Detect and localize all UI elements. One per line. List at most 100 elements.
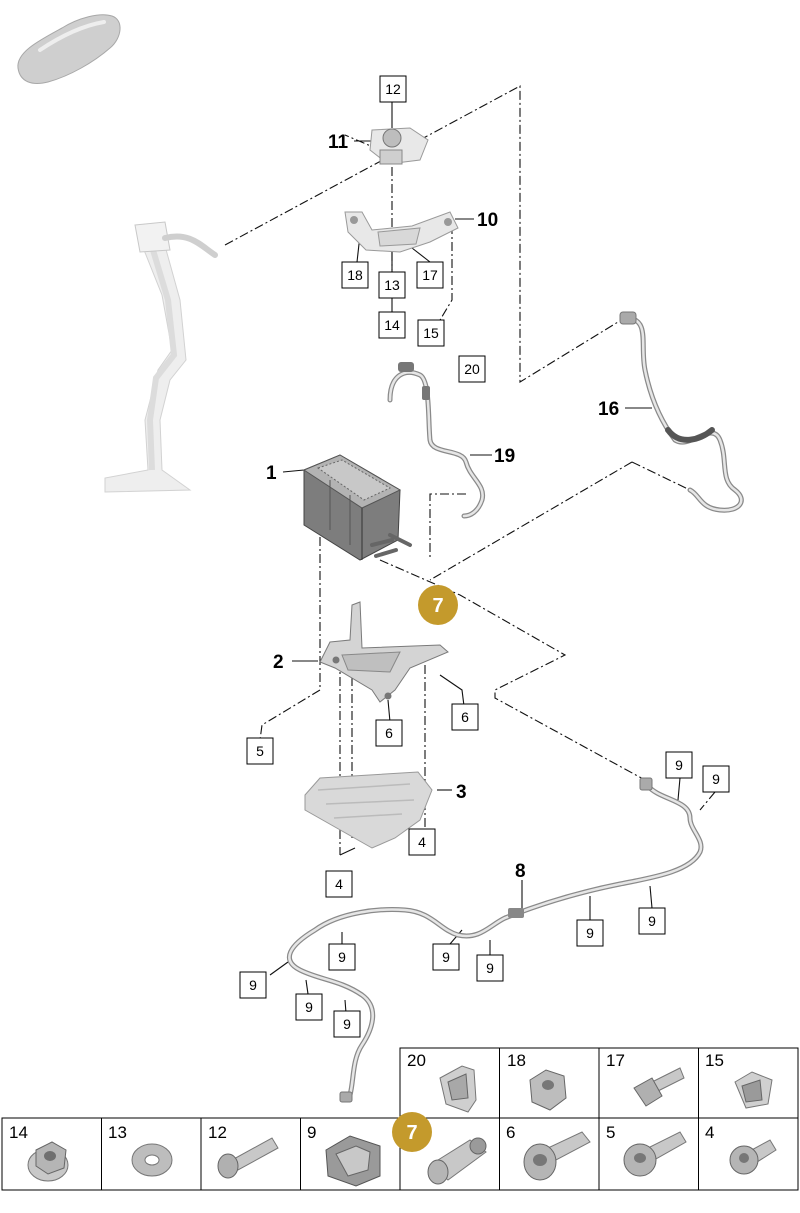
svg-text:9: 9 — [712, 771, 720, 787]
callout-2: 2 — [273, 652, 284, 673]
svg-text:13: 13 — [384, 277, 400, 293]
box-label-18: 18 — [341, 261, 369, 289]
sleeve-icon — [427, 1137, 487, 1185]
svg-text:9: 9 — [343, 1016, 351, 1032]
svg-text:12: 12 — [385, 81, 401, 97]
parts-legend: 20 18 17 15 — [1, 1047, 799, 1191]
callout-19: 19 — [494, 446, 515, 467]
flange-nut-icon — [27, 1141, 69, 1182]
badge-7-legend: 7 — [392, 1112, 432, 1152]
charcoal-canister-1 — [302, 454, 412, 561]
box-label-12: 12 — [379, 75, 407, 103]
bolt-icon — [623, 1131, 687, 1177]
svg-text:9: 9 — [338, 949, 346, 965]
hose-16 — [619, 311, 744, 513]
callout-11: 11 — [328, 132, 349, 153]
svg-text:5: 5 — [256, 743, 264, 759]
legend-cell-6: 6 — [506, 1123, 591, 1181]
hose-19 — [387, 362, 486, 519]
svg-text:20: 20 — [407, 1051, 426, 1070]
callout-10: 10 — [477, 210, 498, 231]
legend-cell-20: 20 — [407, 1051, 477, 1113]
svg-text:4: 4 — [705, 1123, 714, 1142]
svg-text:20: 20 — [464, 361, 480, 377]
box-label-4b: 4 — [325, 870, 353, 898]
legend-cell-4: 4 — [705, 1123, 777, 1175]
svg-text:18: 18 — [347, 267, 363, 283]
svg-text:6: 6 — [461, 709, 469, 725]
legend-cell-14: 14 — [9, 1123, 69, 1182]
svg-text:9: 9 — [442, 949, 450, 965]
box-label-6a: 6 — [451, 703, 479, 731]
legend-cell-15: 15 — [705, 1051, 773, 1109]
box-label-17: 17 — [416, 261, 444, 289]
box-label-9j: 9 — [333, 1010, 361, 1038]
washer-icon — [131, 1143, 173, 1177]
box-label-9b: 9 — [702, 765, 730, 793]
svg-text:17: 17 — [422, 267, 438, 283]
car-thumbnail-icon — [17, 14, 121, 84]
callout-3: 3 — [456, 782, 467, 803]
clip-icon — [325, 1135, 381, 1187]
box-label-9e: 9 — [432, 943, 460, 971]
box-label-4a: 4 — [408, 828, 436, 856]
box-label-14: 14 — [378, 311, 406, 339]
svg-text:9: 9 — [675, 757, 683, 773]
nut-icon — [529, 1069, 567, 1111]
box-label-9h: 9 — [239, 971, 267, 999]
clip-icon — [439, 1065, 477, 1113]
callout-8: 8 — [515, 861, 526, 882]
box-label-9d: 9 — [576, 919, 604, 947]
bracket-2 — [319, 601, 449, 703]
svg-text:4: 4 — [335, 876, 343, 892]
legend-cell-13: 13 — [108, 1123, 173, 1177]
box-label-9c: 9 — [638, 907, 666, 935]
svg-text:5: 5 — [606, 1123, 615, 1142]
svg-text:4: 4 — [418, 834, 426, 850]
heat-shield-3 — [304, 771, 433, 849]
legend-cell-18: 18 — [507, 1051, 567, 1111]
svg-text:9: 9 — [249, 977, 257, 993]
svg-text:15: 15 — [423, 325, 439, 341]
filler-neck — [104, 221, 218, 493]
box-label-9g: 9 — [328, 943, 356, 971]
callout-16: 16 — [598, 399, 619, 420]
svg-text:9: 9 — [648, 913, 656, 929]
svg-text:13: 13 — [108, 1123, 127, 1142]
box-label-20: 20 — [458, 355, 486, 383]
svg-text:9: 9 — [307, 1123, 316, 1142]
svg-text:6: 6 — [385, 725, 393, 741]
svg-text:7: 7 — [432, 595, 443, 617]
legend-cell-9: 9 — [307, 1123, 381, 1187]
box-label-15: 15 — [417, 319, 445, 347]
legend-cell-12: 12 — [208, 1123, 279, 1179]
svg-text:14: 14 — [9, 1123, 28, 1142]
badge-7-diagram: 7 — [418, 585, 458, 625]
box-label-13: 13 — [378, 271, 406, 299]
box-label-9f: 9 — [476, 954, 504, 982]
callout-1: 1 — [266, 463, 277, 484]
box-label-9a: 9 — [665, 751, 693, 779]
bolt-icon — [523, 1131, 591, 1181]
svg-text:9: 9 — [486, 960, 494, 976]
valve-11 — [369, 127, 429, 165]
svg-text:6: 6 — [506, 1123, 515, 1142]
bolt-icon — [729, 1139, 777, 1175]
svg-text:17: 17 — [606, 1051, 625, 1070]
clip-icon — [734, 1071, 773, 1109]
box-label-9i: 9 — [295, 993, 323, 1021]
callout-labels: 11 10 16 19 1 2 3 8 — [266, 132, 619, 882]
legend-cell-5: 5 — [606, 1123, 687, 1177]
box-label-6b: 6 — [375, 719, 403, 747]
bracket-10 — [344, 211, 459, 253]
svg-text:15: 15 — [705, 1051, 724, 1070]
svg-text:9: 9 — [586, 925, 594, 941]
fuel-line-8 — [286, 777, 704, 1103]
legend-cell-17: 17 — [606, 1051, 685, 1107]
svg-text:7: 7 — [406, 1122, 417, 1144]
box-label-5: 5 — [246, 737, 274, 765]
boxed-labels: 12 18 13 17 14 15 20 6 6 5 4 4 9 9 9 9 9… — [239, 75, 730, 1038]
bolt-icon — [633, 1067, 685, 1107]
svg-text:14: 14 — [384, 317, 400, 333]
